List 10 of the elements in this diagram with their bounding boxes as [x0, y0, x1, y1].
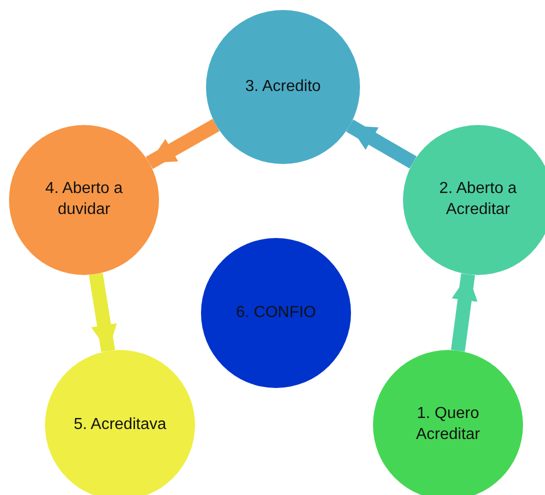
- block-arrow: [146, 118, 220, 170]
- step-label: 6. CONFIO: [234, 302, 317, 323]
- step-label: 1. Quero Acreditar: [414, 404, 482, 445]
- block-arrow: [450, 273, 478, 352]
- step-label: 5. Acreditava: [72, 414, 168, 435]
- block-arrow: [88, 272, 117, 352]
- block-arrow: [346, 120, 417, 168]
- step-label: 4. Aberto a duvidar: [44, 179, 124, 220]
- step-label: 3. Acredito: [244, 76, 322, 97]
- step-label: 2. Aberto a Acreditar: [438, 179, 518, 220]
